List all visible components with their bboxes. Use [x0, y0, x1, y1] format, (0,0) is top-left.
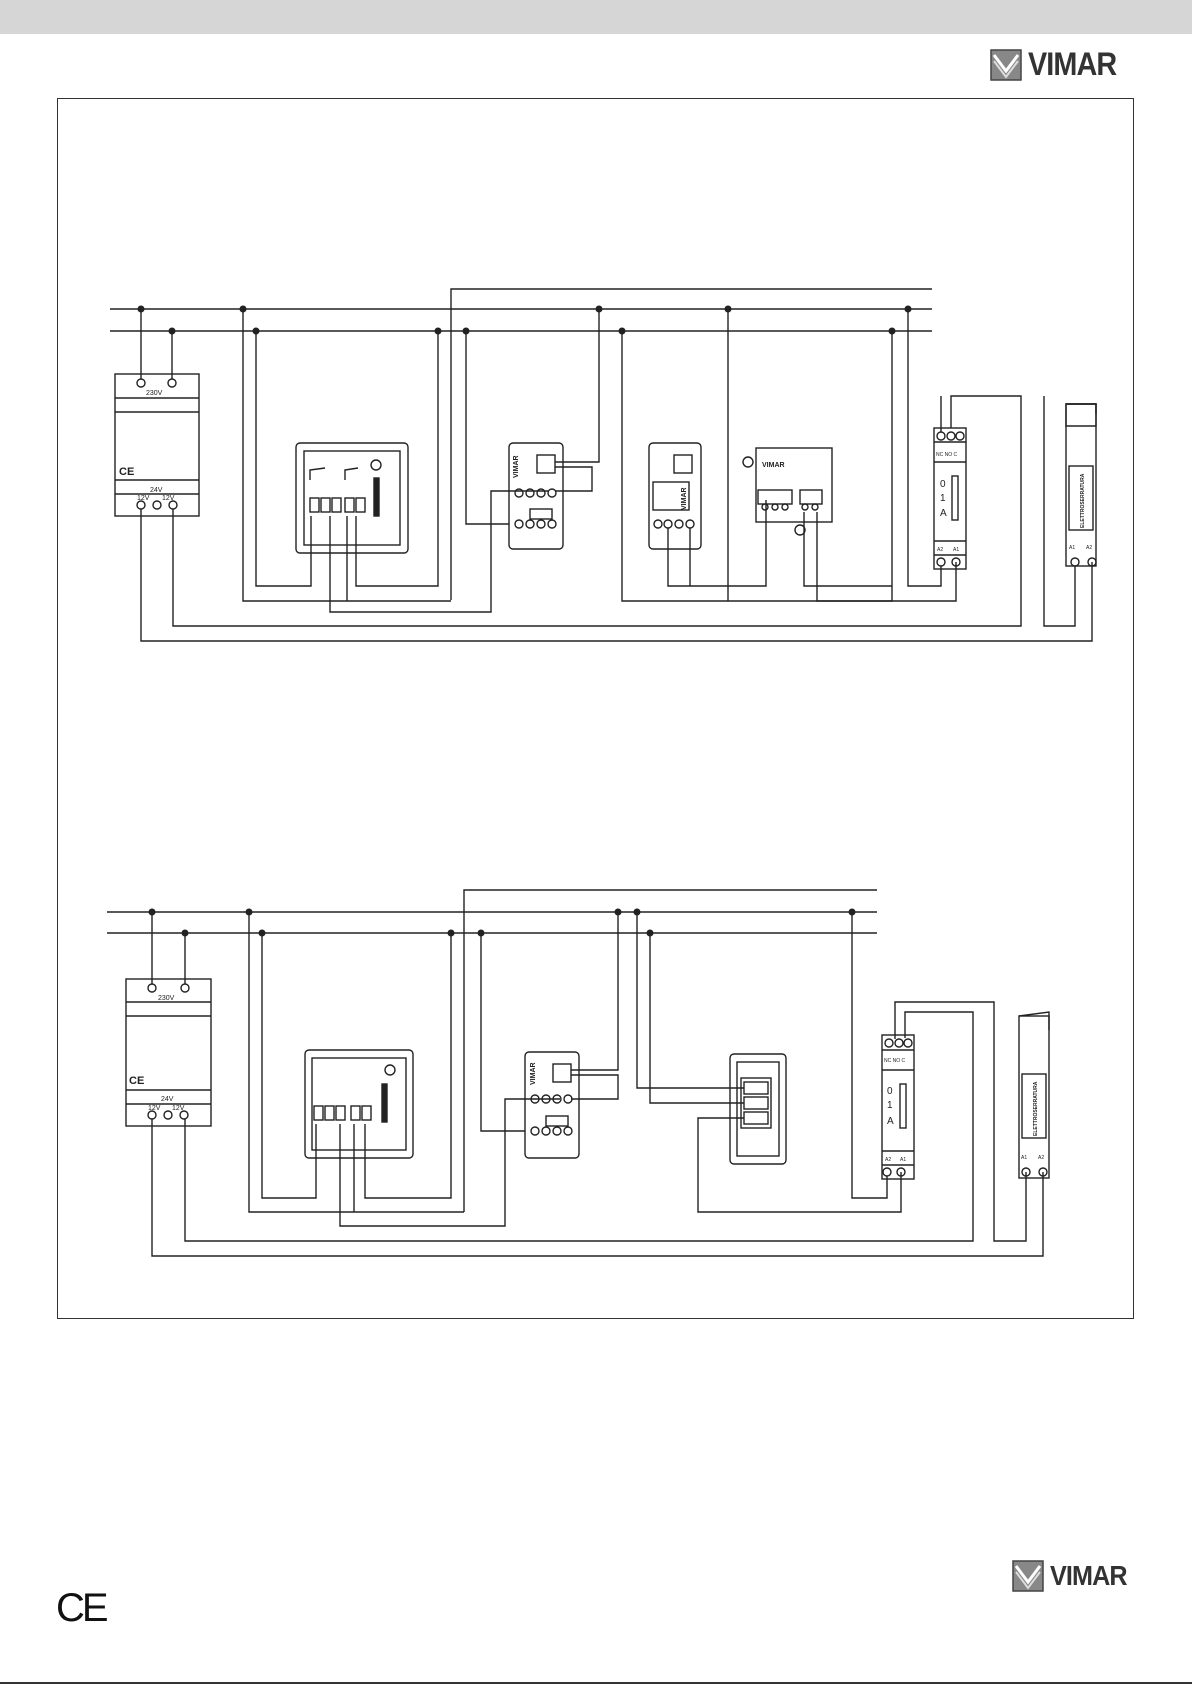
psu1-ce-label: CE	[119, 466, 134, 478]
lock1-terminal-a1: A1	[1069, 545, 1075, 551]
relay1-pos-0: 0	[940, 479, 946, 490]
lock1-terminal-a2: A2	[1086, 545, 1092, 551]
relay1-brand-label: VIMAR	[513, 455, 520, 478]
switch-module-2	[730, 1054, 786, 1164]
relay2-pos-1: 1	[887, 1100, 893, 1111]
psu2-tap-label-1: 12V	[148, 1105, 161, 1112]
relay2-contacts-label: NC NO C	[884, 1058, 906, 1064]
lock2-terminal-a2: A2	[1038, 1155, 1044, 1161]
receiver1-brand-label: VIMAR	[762, 462, 785, 469]
junction-dots	[138, 306, 912, 937]
psu2-tap-label-2: 12V	[172, 1105, 185, 1112]
relay1-coil-a2: A2	[937, 547, 943, 553]
psu1-tap-label-1: 12V	[137, 495, 150, 502]
brand-name-bottom: VIMAR	[1050, 1560, 1127, 1592]
relay1-contacts-label: NC NO C	[936, 452, 958, 458]
wiring-diagram-2	[107, 890, 1049, 1256]
relay1-pos-a: A	[940, 508, 947, 519]
bottom-rule	[0, 1682, 1192, 1684]
receiver-module-1	[743, 448, 832, 535]
lock2-label: ELETTROSERRATURA	[1033, 1081, 1039, 1136]
vimar-logo-icon	[1012, 1560, 1044, 1592]
ce-mark-icon: CE	[56, 1586, 106, 1631]
psu2-output-label: 24V	[161, 1096, 174, 1103]
timer-module-1	[649, 443, 701, 549]
relay1-coil-a1: A1	[953, 547, 959, 553]
relay1-pos-1: 1	[940, 493, 946, 504]
relay2-coil-a1: A1	[900, 1157, 906, 1163]
timer1-brand-label: VIMAR	[681, 487, 688, 510]
relay2-coil-a2: A2	[885, 1157, 891, 1163]
relay2-pos-a: A	[887, 1116, 894, 1127]
brand-logo-bottom: VIMAR	[1012, 1560, 1135, 1592]
psu2-ce-label: CE	[129, 1075, 144, 1087]
lock2-terminal-a1: A1	[1021, 1155, 1027, 1161]
relay2-brand-label: VIMAR	[530, 1062, 537, 1085]
wiring-diagram-1	[110, 289, 1096, 641]
control-module-2	[305, 1050, 413, 1158]
psu1-input-label: 230V	[146, 390, 163, 397]
control-module-1	[296, 443, 408, 553]
psu2-input-label: 230V	[158, 995, 175, 1002]
lock1-label: ELETTROSERRATURA	[1080, 473, 1086, 528]
psu1-tap-label-2: 12V	[162, 495, 175, 502]
relay2-pos-0: 0	[887, 1086, 893, 1097]
psu1-output-label: 24V	[150, 487, 163, 494]
